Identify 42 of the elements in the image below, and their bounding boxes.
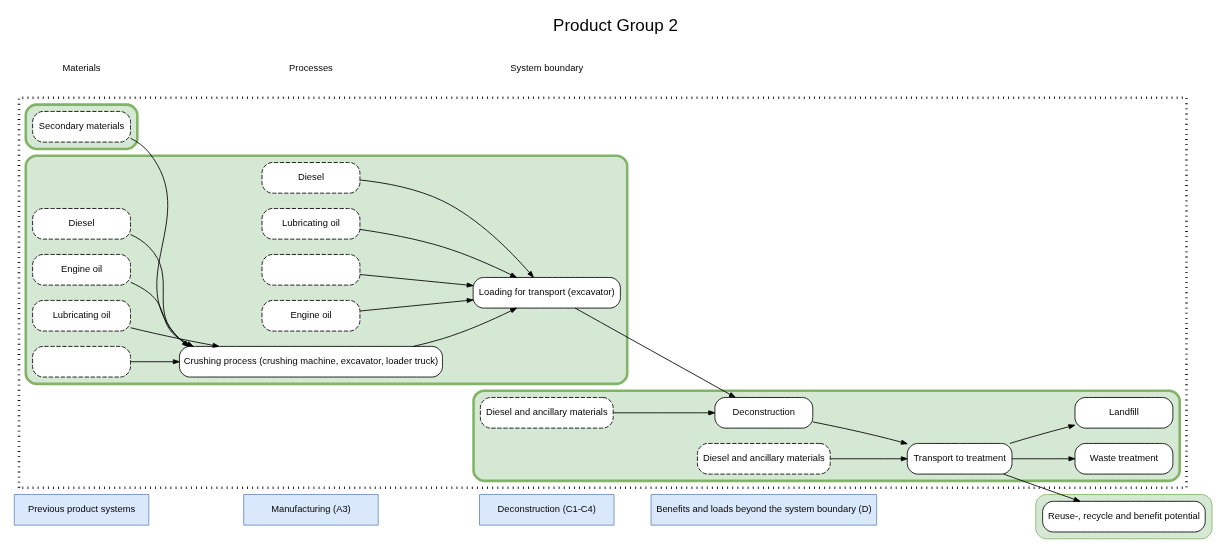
node-box: Landfill <box>1074 396 1174 429</box>
arrow <box>829 455 908 461</box>
node-box: Crushing process (crushing machine, excavator, loader truck) <box>179 345 443 377</box>
arrow <box>1011 455 1076 461</box>
arrow <box>412 307 517 347</box>
cluster <box>24 102 139 150</box>
arrow <box>1009 423 1076 444</box>
cluster <box>17 96 1188 489</box>
node-box <box>261 253 361 286</box>
node-box: Diesel and ancillary materials <box>697 442 831 474</box>
arrow <box>359 179 534 278</box>
node-box: Diesel <box>32 207 131 240</box>
node-box: Deconstruction (C1-C4) <box>479 493 615 526</box>
node-box: Previous product systems <box>13 493 150 526</box>
node-box: Diesel <box>261 161 361 194</box>
arrow <box>359 297 474 311</box>
node-box: Benefits and loads beyond the system boundary (D) <box>650 493 878 526</box>
arrow <box>359 228 517 278</box>
node-box: Engine oil <box>261 299 361 331</box>
node-box: Transport to treatment <box>906 442 1013 474</box>
diagram-title: Product Group 2 <box>553 15 678 35</box>
legend-label: System boundary <box>510 62 584 73</box>
node-box: Secondary materials <box>32 110 131 142</box>
node-box: Reuse-, recycle and benefit potential <box>1042 500 1206 532</box>
cluster <box>24 153 629 385</box>
node-box: Deconstruction <box>714 396 814 429</box>
legend-label: Processes <box>289 62 333 73</box>
node-box: Engine oil <box>32 253 131 286</box>
arrow <box>612 409 716 415</box>
node-box: Waste treatment <box>1074 442 1174 474</box>
node-box: Lubricating oil <box>261 207 361 240</box>
arrow <box>130 358 180 364</box>
legend-label: Materials <box>62 62 101 73</box>
node-box: Lubricating oil <box>32 299 131 331</box>
node-box: Diesel and ancillary materials <box>479 396 614 429</box>
node-box <box>32 345 131 377</box>
arrow <box>1003 473 1081 502</box>
arrow <box>359 273 474 288</box>
arrow <box>574 307 736 398</box>
node-box: Manufacturing (A3) <box>243 493 379 526</box>
node-box: Loading for transport (excavator) <box>472 276 621 308</box>
arrow <box>812 421 908 445</box>
